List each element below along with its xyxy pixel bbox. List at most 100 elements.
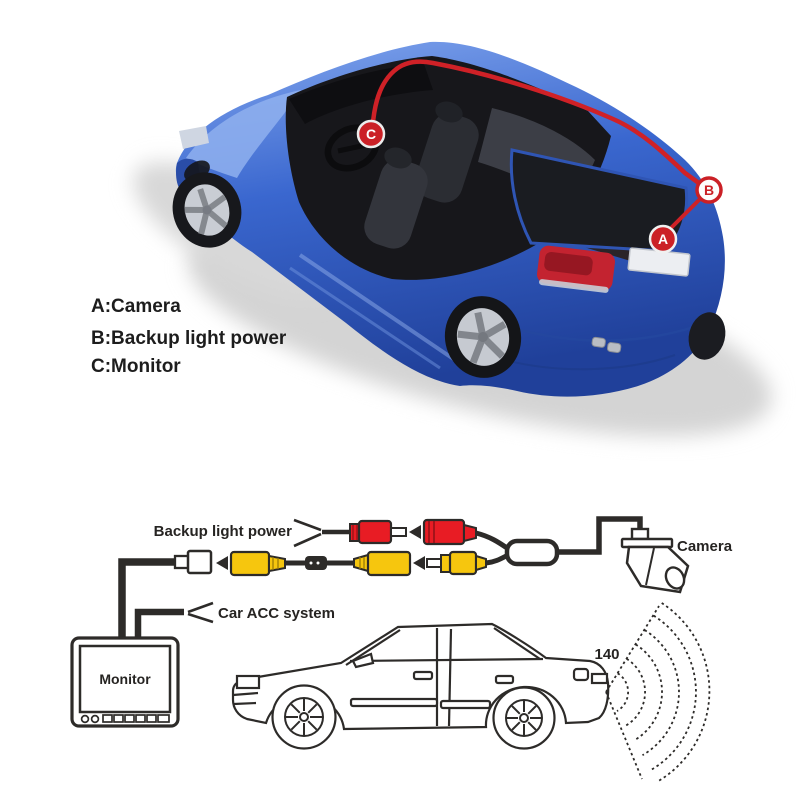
legend-item-b: B:Backup light power (91, 328, 287, 349)
monitor-video-cable (118, 558, 177, 640)
exhaust-pipes (591, 336, 622, 353)
marker-c-letter: C (366, 126, 376, 142)
inline-joint (305, 556, 327, 570)
fan-arc-6 (658, 602, 711, 782)
fov-angle-label: 140 (594, 646, 619, 663)
far-rear-wheel (688, 312, 726, 360)
sedan-front-hub (299, 712, 309, 722)
red-plug-ribs (352, 525, 358, 540)
monitor-label: Monitor (99, 671, 151, 687)
red-plug-arrow-icon (409, 525, 421, 539)
inline-joint-dot-2 (316, 561, 320, 565)
door-seam-rear (447, 628, 453, 727)
marker-b-letter: B (704, 182, 714, 198)
marker-b: B (695, 176, 723, 204)
monitor-button-2 (90, 714, 100, 724)
fan-arc-4 (642, 629, 680, 756)
taillight-inner (544, 252, 593, 276)
yellow-jack2-taper (353, 553, 369, 573)
fan-arc-3 (633, 643, 663, 742)
y-junction-box (504, 538, 560, 567)
rear-window-line (493, 627, 541, 660)
cable-c-to-b (369, 59, 710, 192)
fan-arc-2 (625, 658, 646, 727)
legend-item-c: C:Monitor (91, 356, 181, 377)
belt-line (349, 657, 544, 663)
headlight (179, 126, 209, 149)
backup-pointer (293, 518, 322, 548)
yellow-arrow-2-icon (413, 556, 425, 570)
side-mirror (351, 652, 375, 669)
side-molding-rear (439, 699, 492, 710)
monitor-button-5 (124, 714, 135, 723)
front-hub (202, 205, 212, 215)
headrest-right (435, 101, 463, 123)
yellow-jack1-taper (268, 554, 286, 573)
exhaust-left (591, 336, 606, 348)
taillight (536, 245, 615, 293)
monitor-button-8 (157, 714, 170, 723)
monitor-screen (78, 644, 172, 714)
marker-a: A (648, 224, 678, 254)
camera-connector (630, 527, 650, 541)
yellow-arrow-1-icon (216, 556, 228, 570)
fuel-cap (572, 667, 590, 682)
yellow-jack1-body (229, 550, 271, 577)
red-jack-cable (475, 530, 512, 553)
cutaway-car-photo: C B A (133, 41, 772, 437)
monitor-button-3 (102, 714, 113, 723)
yellow-plug-body (448, 550, 478, 576)
sedan-headlight (235, 674, 261, 690)
yellow-rca-chain (173, 549, 512, 577)
fan-arc-5 (650, 614, 697, 771)
inline-joint-dot-1 (309, 561, 313, 565)
legend: A:Camera B:Backup light power C:Monitor (91, 296, 287, 377)
door-handle-rear (494, 674, 515, 685)
marker-b-circle (695, 176, 723, 204)
monitor-icon: Monitor (70, 636, 180, 728)
exhaust-right (606, 342, 622, 353)
sill-highlight-1 (298, 253, 457, 362)
door-handle-front (412, 670, 434, 681)
camera-lens (664, 566, 686, 590)
rear-hatch-glass (509, 148, 689, 253)
red-jack-ribs (428, 521, 435, 543)
camera-icon (620, 527, 690, 594)
monitor-button-7 (146, 714, 157, 723)
sedan-front-spokes (286, 699, 322, 735)
fan-edge-top (605, 605, 660, 693)
marker-a-circle (648, 224, 678, 254)
sedan-rear-spokes (507, 701, 541, 735)
red-jack-body (422, 518, 466, 546)
sedan-outline (231, 622, 610, 750)
hood-highlight (186, 90, 301, 178)
yellow-plug-collar (440, 554, 451, 573)
wiring-diagram: Backup light power (70, 516, 733, 782)
monitor-button-6 (135, 714, 146, 723)
fan-edge-bottom (605, 691, 643, 780)
red-plug-pin (390, 527, 407, 537)
bumper-crease-2 (504, 354, 676, 371)
monitor-buttons (80, 714, 170, 724)
bumper-line-1 (232, 691, 259, 697)
red-jack-taper (463, 523, 477, 543)
monitor-plug-body (186, 549, 213, 575)
front-wheel (172, 172, 242, 248)
marker-c: C (356, 119, 386, 149)
sedan-taillight (590, 672, 609, 685)
yellow-jack2-ribs (359, 557, 365, 569)
sedan-rear-hub (519, 713, 529, 723)
monitor-button-1 (80, 714, 90, 724)
camera-label: Camera (677, 538, 733, 555)
camera-cable (557, 516, 643, 555)
yellow-plug-taper (475, 554, 487, 572)
sill-highlight-2 (289, 266, 441, 370)
rear-wheel (444, 296, 522, 378)
front-seat-right (415, 113, 479, 203)
headrest-left (384, 147, 412, 169)
fov-fan (605, 602, 711, 782)
side-molding-front (349, 697, 439, 708)
yellow-jack2-body (366, 550, 412, 577)
red-plug-body (357, 519, 393, 545)
